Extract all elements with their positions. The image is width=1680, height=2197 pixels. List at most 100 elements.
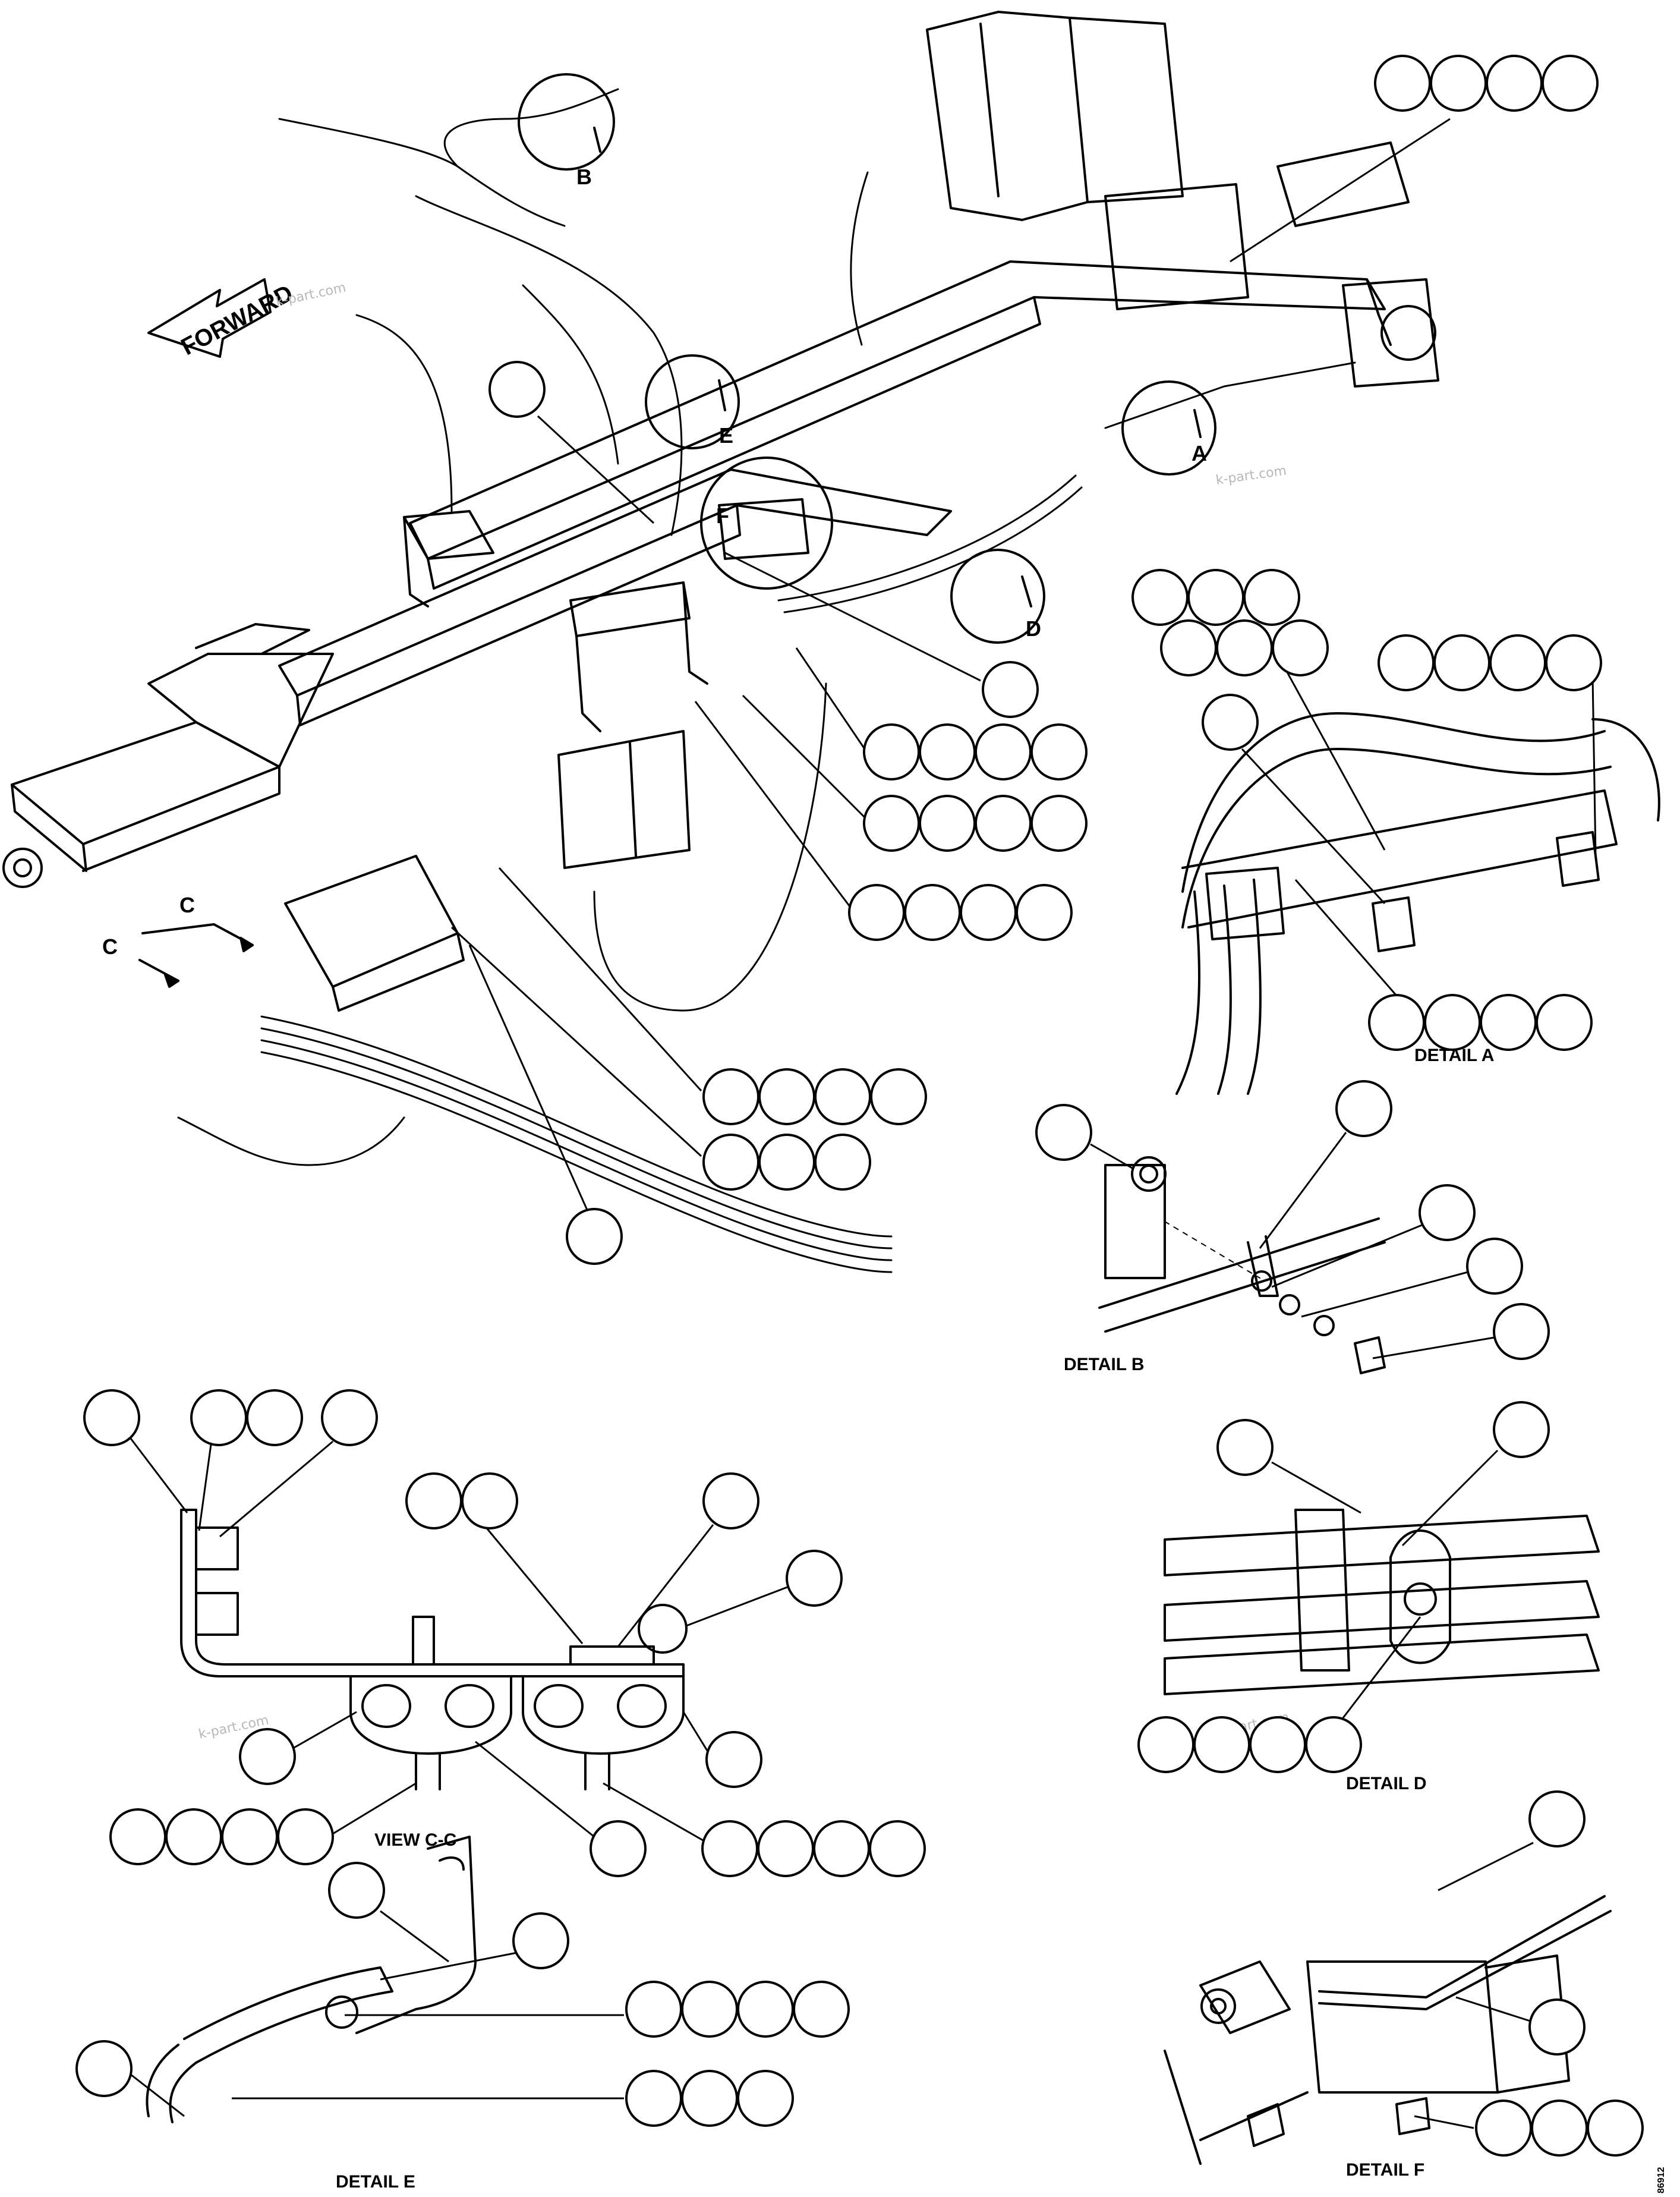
callout-balloon: [512, 1912, 569, 1969]
callout-balloon: [705, 1731, 762, 1788]
caption-detail-f: DETAIL F: [1346, 2160, 1424, 2180]
callout-balloon: [1335, 1080, 1392, 1137]
leader-lines: [130, 118, 1597, 2129]
callout-balloon: [919, 723, 976, 780]
leader-line: [294, 1711, 357, 1749]
leader-line: [1241, 748, 1386, 905]
callout-balloon: [1131, 569, 1189, 626]
callout-balloon: [1243, 569, 1300, 626]
callout-balloon: [1486, 55, 1543, 112]
detail-e-drawing: [146, 1836, 477, 2123]
detail-a-drawing: [1175, 712, 1660, 1095]
detail-marker-d: D: [1026, 616, 1041, 641]
leader-line: [130, 2073, 185, 2117]
callout-balloon: [566, 1208, 623, 1265]
callout-balloon: [1466, 1238, 1523, 1295]
leader-line: [468, 945, 590, 1213]
callout-balloon: [328, 1862, 385, 1919]
leader-line: [694, 701, 851, 907]
callout-balloon: [1030, 723, 1088, 780]
callout-balloon: [1536, 994, 1593, 1051]
callout-balloon: [1378, 634, 1435, 691]
callout-balloon: [681, 2070, 738, 2127]
callout-balloon: [1480, 994, 1537, 1051]
detail-d-drawing: [1164, 1509, 1600, 1695]
leader-line: [686, 1586, 788, 1627]
callout-balloon: [488, 361, 546, 418]
callout-balloon: [1030, 795, 1088, 852]
leader-line: [475, 1740, 595, 1838]
callout-balloon: [1305, 1716, 1362, 1773]
leader-line: [1230, 118, 1451, 263]
callout-balloon: [190, 1389, 247, 1446]
callout-balloon: [83, 1389, 140, 1446]
section-marker-c-right: C: [179, 893, 195, 917]
leader-line: [198, 1444, 212, 1531]
callout-balloon: [737, 1981, 794, 2038]
forward-arrow: FORWARD: [147, 278, 297, 361]
leader-line: [1401, 1449, 1499, 1547]
callout-balloon: [793, 1981, 850, 2038]
leader-line: [1282, 665, 1386, 851]
callout-balloon: [813, 1820, 870, 1877]
callout-balloon: [1493, 1401, 1550, 1458]
callout-balloon: [246, 1389, 303, 1446]
callout-balloon: [702, 1134, 759, 1191]
leader-line: [380, 1910, 449, 1963]
callout-balloon: [625, 2070, 682, 2127]
callout-balloon: [405, 1472, 462, 1529]
callout-balloon: [1489, 634, 1546, 691]
leader-line: [1259, 1132, 1347, 1249]
callout-balloon: [1216, 1419, 1274, 1476]
callout-balloon: [109, 1808, 166, 1865]
callout-balloon: [737, 2070, 794, 2127]
callout-balloon: [681, 1981, 738, 2038]
callout-balloon: [1035, 1104, 1092, 1161]
leader-line: [1455, 1996, 1531, 2022]
callout-balloon: [461, 1472, 518, 1529]
callout-balloon: [321, 1389, 378, 1446]
detail-marker-f: F: [716, 503, 729, 528]
detail-b-drawing: [1098, 1156, 1386, 1374]
caption-detail-b: DETAIL B: [1064, 1355, 1145, 1374]
callout-balloon: [702, 1068, 759, 1125]
callout-balloon: [702, 1472, 759, 1529]
leader-line: [682, 1711, 708, 1751]
leader-line: [1090, 1143, 1133, 1169]
callout-balloon: [975, 723, 1032, 780]
callout-balloon: [1249, 1716, 1306, 1773]
leader-line: [795, 647, 866, 750]
callout-balloon: [758, 1134, 815, 1191]
callout-balloon: [1374, 55, 1431, 112]
section-marker-c-left: C: [102, 934, 118, 959]
callout-balloon: [75, 2040, 133, 2097]
caption-detail-d: DETAIL D: [1346, 1774, 1427, 1793]
leader-line: [1342, 1616, 1421, 1718]
main-frame-assembly: [2, 11, 1439, 1273]
callout-balloon: [590, 1820, 647, 1877]
callout-balloon: [1193, 1716, 1250, 1773]
leader-line: [1372, 1336, 1495, 1359]
forward-label: FORWARD: [177, 280, 297, 361]
leader-line: [1301, 1271, 1468, 1318]
callout-balloon: [1493, 1303, 1550, 1360]
callout-balloon: [221, 1808, 278, 1865]
callout-balloon: [960, 884, 1017, 941]
detail-marker-e: E: [719, 423, 733, 448]
callout-balloon: [904, 884, 961, 941]
callout-balloon: [1419, 1184, 1476, 1241]
callout-balloon: [1587, 2100, 1644, 2157]
callout-balloon: [982, 661, 1039, 718]
callout-balloon: [870, 1068, 927, 1125]
leader-line: [1271, 1223, 1424, 1288]
watermark: k-part.com: [1215, 464, 1287, 488]
callout-balloon: [786, 1550, 843, 1607]
callout-balloon: [814, 1134, 871, 1191]
callout-balloon: [1475, 2100, 1532, 2157]
leader-line: [1591, 677, 1597, 857]
leader-line: [219, 1440, 333, 1538]
callout-balloon: [1430, 55, 1487, 112]
callout-balloon: [1137, 1716, 1194, 1773]
callout-balloon: [1545, 634, 1602, 691]
